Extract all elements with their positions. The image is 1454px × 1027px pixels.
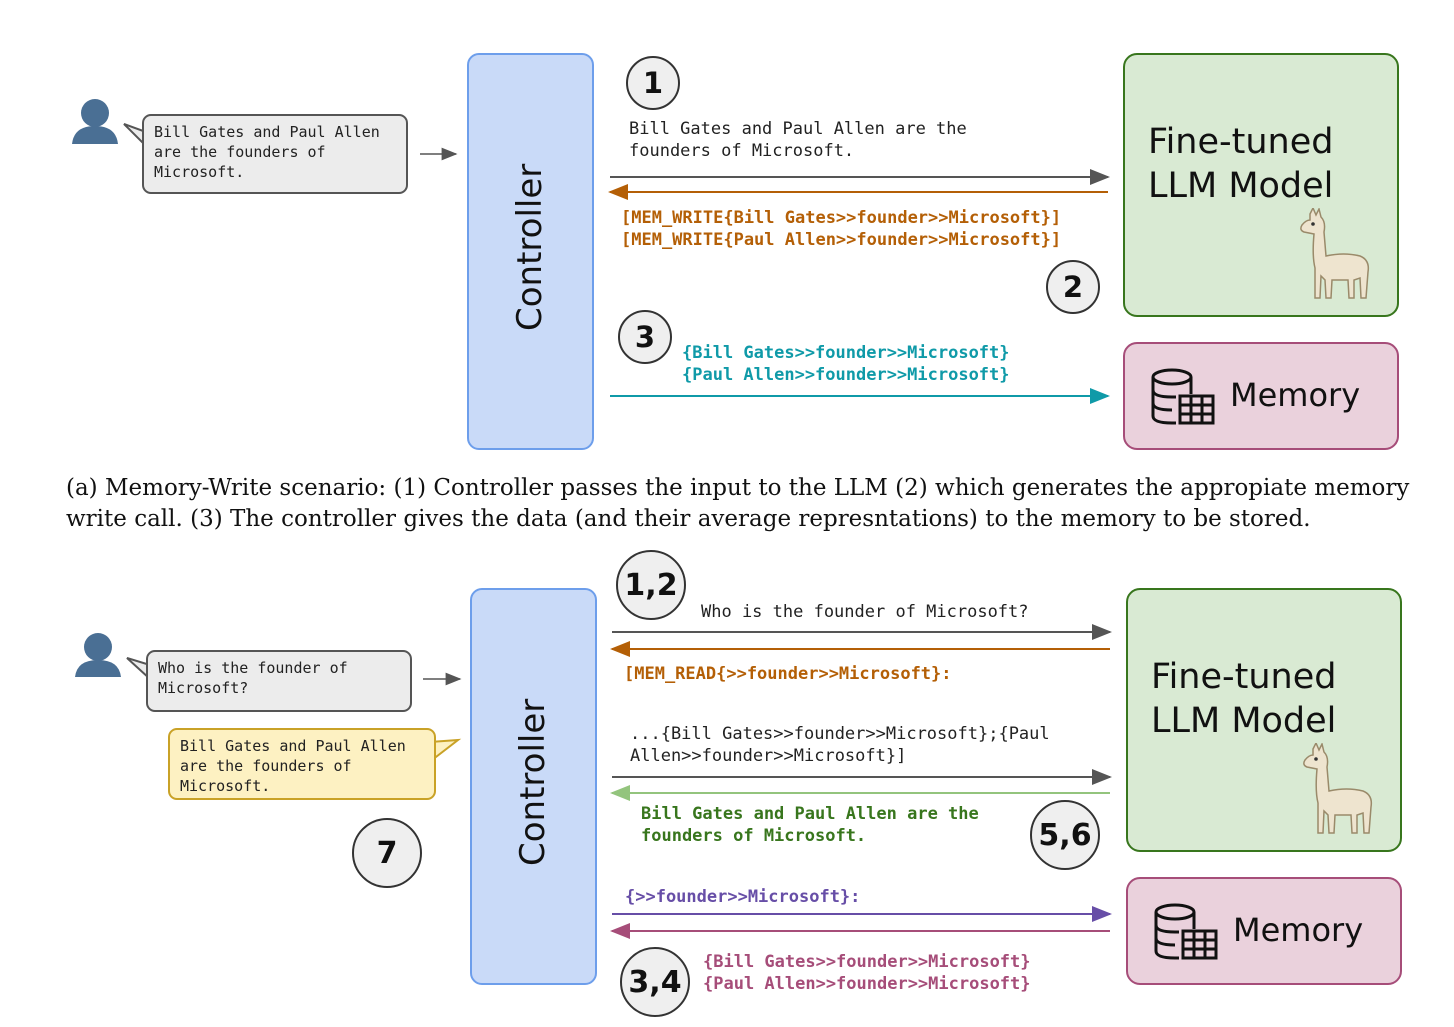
store-triples-text: {Bill Gates>>founder>>Microsoft} {Paul A… [682,343,1010,385]
step-badge: 1,2 [616,550,686,620]
user-message-bubble: Bill Gates and Paul Allen are the founde… [142,114,408,194]
llm-answer-text: Bill Gates and Paul Allen are the founde… [641,804,979,846]
answer-bubble: Bill Gates and Paul Allen are the founde… [168,728,436,800]
database-icon [1154,903,1218,960]
user-icon [72,99,118,144]
step-badge: 3 [618,310,672,364]
user-question-bubble: Who is the founder of Microsoft? [146,650,412,712]
llama-icon [1303,743,1373,834]
memory-result-text: {Bill Gates>>founder>>Microsoft} {Paul A… [703,952,1031,994]
controller-label: Controller [513,698,553,866]
step-badge: 1 [626,56,680,110]
controller-label: Controller [510,163,550,331]
database-icon [1151,368,1215,425]
step-badge: 2 [1046,260,1100,314]
memory-label: Memory [1230,376,1361,414]
memory-label: Memory [1233,911,1364,949]
question-text: Who is the founder of Microsoft? [701,602,1029,622]
continuation-text: ...{Bill Gates>>founder>>Microsoft};{Pau… [630,724,1050,766]
step-badge: 3,4 [620,947,690,1017]
caption-a: (a) Memory-Write scenario: (1) Controlle… [66,475,1410,532]
llm-label: Fine-tuned LLM Model [1148,122,1334,206]
mem-read-text: [MEM_READ{>>founder>>Microsoft}: [624,664,952,684]
controller-box [467,53,594,450]
mem-write-text: [MEM_WRITE{Bill Gates>>founder>>Microsof… [621,208,1062,250]
controller-box [470,588,597,985]
user-icon [75,633,121,677]
step-badge: 7 [352,818,422,888]
memory-query-text: {>>founder>>Microsoft}: [625,887,861,907]
llm-label: Fine-tuned LLM Model [1151,657,1337,741]
llama-icon [1300,208,1370,299]
step1-input-text: Bill Gates and Paul Allen are the founde… [629,119,967,161]
step-badge: 5,6 [1030,800,1100,870]
